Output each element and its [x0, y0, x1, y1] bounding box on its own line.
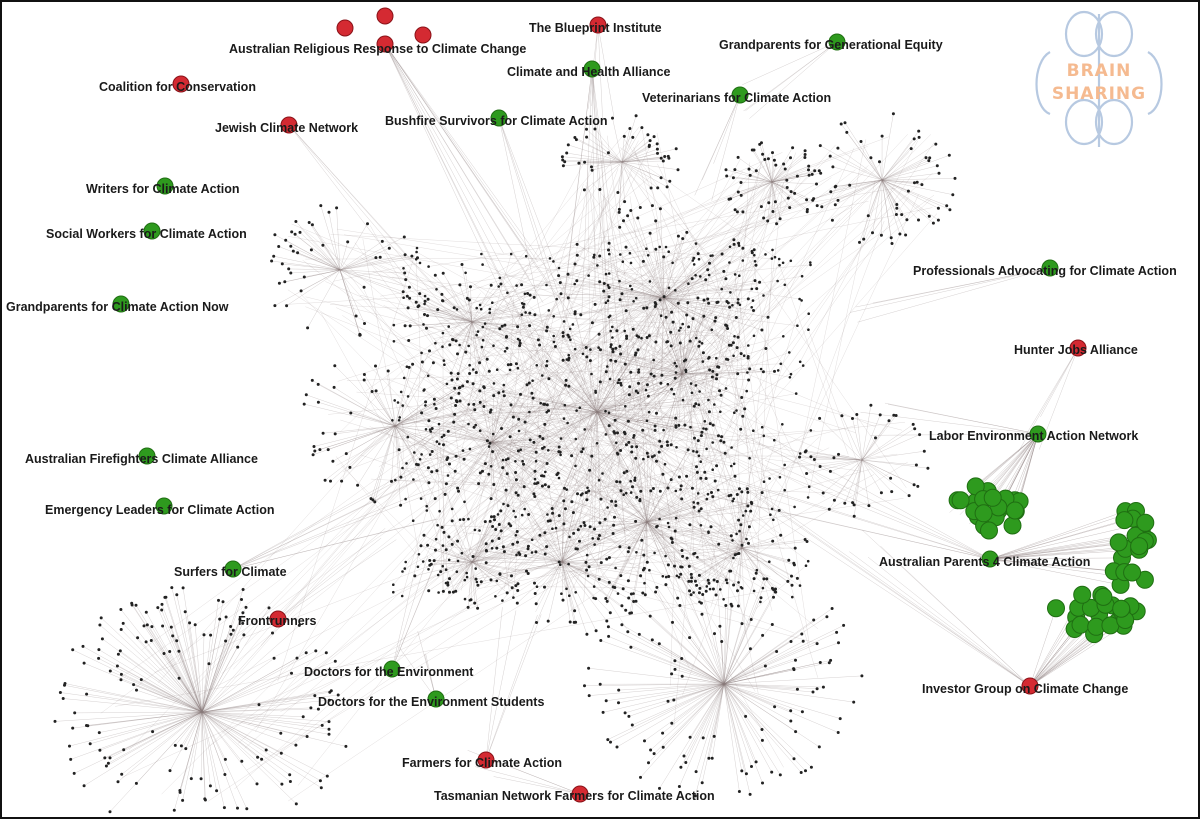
svg-text:Hunter Jobs Alliance: Hunter Jobs Alliance — [1014, 343, 1138, 357]
node-tasmanian-farmers[interactable]: Tasmanian Network Farmers for Climate Ac… — [434, 785, 715, 803]
node-parents[interactable]: Australian Parents 4 Climate Action — [879, 550, 1090, 569]
svg-text:Doctors for the Environment St: Doctors for the Environment Students — [318, 695, 544, 709]
node-climate-health-alliance[interactable]: Climate and Health Alliance — [507, 60, 671, 79]
svg-text:Writers for Climate Action: Writers for Climate Action — [86, 182, 240, 196]
svg-text:Australian Religious Response: Australian Religious Response to Climate… — [229, 42, 526, 56]
svg-text:Climate and Health Alliance: Climate and Health Alliance — [507, 65, 671, 79]
node-blueprint-institute[interactable]: The Blueprint Institute — [529, 16, 662, 35]
member-node — [980, 521, 998, 540]
svg-text:Surfers for Climate: Surfers for Climate — [174, 565, 287, 579]
node-writers[interactable]: Writers for Climate Action — [86, 177, 240, 196]
member-node — [1115, 511, 1134, 530]
node-professionals[interactable]: Professionals Advocating for Climate Act… — [913, 259, 1177, 278]
svg-text:Australian Parents 4 Climate A: Australian Parents 4 Climate Action — [879, 555, 1090, 569]
node-social-workers[interactable]: Social Workers for Climate Action — [46, 222, 247, 241]
node-religious-response[interactable]: Australian Religious Response to Climate… — [229, 7, 526, 56]
member-node — [1003, 516, 1022, 535]
member-node — [1094, 587, 1113, 606]
node-firefighters[interactable]: Australian Firefighters Climate Alliance — [25, 447, 258, 466]
svg-text:Social Workers for Climate Act: Social Workers for Climate Action — [46, 227, 247, 241]
member-node — [1047, 599, 1065, 618]
member-node — [1109, 533, 1128, 552]
member-node — [1071, 615, 1090, 634]
member-node — [1130, 537, 1149, 556]
member-dot-layer — [53, 112, 957, 814]
node-investor-group[interactable]: Investor Group on Climate Change — [922, 677, 1128, 696]
node-grandparents-equity[interactable]: Grandparents for Generational Equity — [719, 33, 943, 52]
node-frontrunners[interactable]: Frontrunners — [238, 610, 317, 628]
brain-icon — [1035, 10, 1163, 147]
member-node — [1136, 513, 1155, 532]
svg-text:Doctors for the Environment: Doctors for the Environment — [304, 665, 474, 679]
member-node — [1123, 563, 1142, 582]
svg-text:Investor Group on Climate Chan: Investor Group on Climate Change — [922, 682, 1128, 696]
svg-text:Bushfire Survivors for Climate: Bushfire Survivors for Climate Action — [385, 114, 608, 128]
node-bushfire-survivors[interactable]: Bushfire Survivors for Climate Action — [385, 109, 608, 128]
svg-text:Veterinarians for Climate Acti: Veterinarians for Climate Action — [642, 91, 831, 105]
green-member-clusters — [948, 477, 1157, 644]
svg-text:Grandparents for Generational: Grandparents for Generational Equity — [719, 38, 943, 52]
svg-text:Grandparents for Climate Actio: Grandparents for Climate Action Now — [6, 300, 229, 314]
edge-layer — [54, 24, 1148, 812]
member-node — [1112, 599, 1131, 618]
member-node — [951, 491, 970, 510]
svg-text:Tasmanian Network Farmers for: Tasmanian Network Farmers for Climate Ac… — [434, 789, 715, 803]
svg-text:Farmers for Climate Action: Farmers for Climate Action — [402, 756, 562, 770]
brain-sharing-logo: BRAIN SHARING — [1035, 10, 1163, 147]
node-doctors-environment[interactable]: Doctors for the Environment — [304, 660, 474, 679]
member-node — [1006, 501, 1024, 520]
svg-text:Coalition for Conservation: Coalition for Conservation — [99, 80, 256, 94]
logo-line-1: BRAIN — [1067, 61, 1132, 81]
member-node — [983, 488, 1002, 507]
node-grandparents-now[interactable]: Grandparents for Climate Action Now — [6, 295, 229, 314]
node-jewish-climate-network[interactable]: Jewish Climate Network — [215, 116, 358, 135]
member-node — [1073, 585, 1092, 604]
node-doctors-students[interactable]: Doctors for the Environment Students — [318, 690, 544, 709]
node-veterinarians[interactable]: Veterinarians for Climate Action — [642, 86, 831, 105]
node-surfers[interactable]: Surfers for Climate — [174, 560, 287, 579]
svg-text:Frontrunners: Frontrunners — [238, 614, 317, 628]
node-emergency-leaders[interactable]: Emergency Leaders for Climate Action — [45, 497, 274, 517]
svg-text:The Blueprint Institute: The Blueprint Institute — [529, 21, 662, 35]
node-labor-environment[interactable]: Labor Environment Action Network — [929, 425, 1138, 443]
svg-text:Emergency Leaders for Climate: Emergency Leaders for Climate Action — [45, 503, 274, 517]
svg-text:Labor Environment Action Netwo: Labor Environment Action Network — [929, 429, 1138, 443]
member-node — [974, 504, 993, 523]
svg-text:Australian Firefighters Climat: Australian Firefighters Climate Alliance — [25, 452, 258, 466]
node-hunter-jobs[interactable]: Hunter Jobs Alliance — [1014, 339, 1138, 357]
svg-text:Professionals Advocating for C: Professionals Advocating for Climate Act… — [913, 264, 1177, 278]
node-coalition-conservation[interactable]: Coalition for Conservation — [99, 75, 256, 94]
node-farmers[interactable]: Farmers for Climate Action — [402, 751, 562, 770]
logo-line-2: SHARING — [1052, 84, 1146, 104]
svg-text:Jewish Climate Network: Jewish Climate Network — [215, 121, 358, 135]
